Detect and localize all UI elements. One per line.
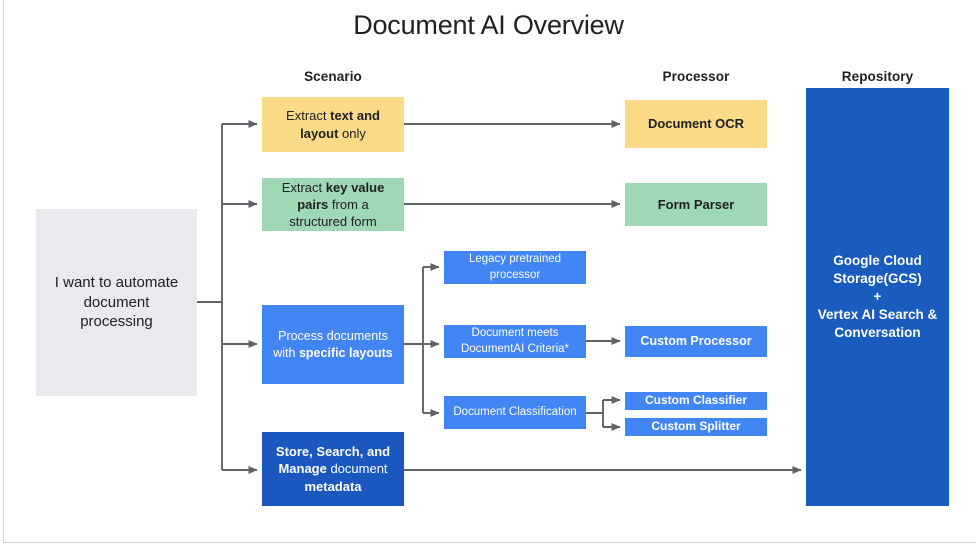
scenario-text-plain: Extract [286,108,331,124]
scenario-line-2: layout only [270,125,396,142]
middle-line-2: DocumentAI Criteria* [460,342,569,355]
scenario-line-1: Extract text and [270,107,396,124]
input-line-2: document [83,293,150,311]
processor-label: Document OCR [647,116,745,132]
input-line-3: processing [80,313,153,331]
middle-box-document-meets-criteria: Document meets DocumentAI Criteria* [444,325,586,358]
repository-line-2: Storage(GCS) [833,271,922,287]
scenario-text-bold: key value [325,179,385,195]
repository-line-3: + [873,289,882,305]
scenario-text-bold: text and [330,108,380,124]
scenario-line-1: Store, Search, and [275,444,391,460]
processor-box-custom-splitter: Custom Splitter [625,418,767,436]
middle-line-1: Legacy pretrained [468,253,562,266]
column-header-scenario: Scenario [304,69,362,84]
middle-box-document-classification: Document Classification [444,396,586,429]
scenario-line-2: pairs from a [270,196,396,213]
scenario-text-plain: document [326,461,388,477]
page-title: Document AI Overview [353,10,624,40]
processor-label: Custom Classifier [644,393,748,408]
scenario-text-plain: Extract [281,179,326,195]
scenario-box-extract-text-layout: Extract text and layout only [262,97,404,152]
input-line-1: I want to automate [54,273,179,291]
column-header-repository: Repository [841,69,914,84]
repository-line-1: Google Cloud [833,253,922,269]
processor-label: Custom Processor [640,334,752,349]
column-header-processor: Processor [662,69,730,84]
processor-label: Custom Splitter [651,419,741,434]
scenario-box-extract-key-value-pairs: Extract key value pairs from a structure… [262,178,404,231]
processor-label: Form Parser [657,196,735,212]
scenario-line-1: Process documents [278,329,388,343]
processor-box-form-parser: Form Parser [625,183,767,226]
middle-line-1: Document Classification [453,405,577,418]
scenario-text-plain: only [338,125,366,141]
scenario-text-bold: pairs [297,196,329,212]
scenario-text-bold: layout [300,125,339,141]
scenario-line-2: Manage document [270,460,396,477]
middle-line-2: processor [489,268,541,281]
processor-box-document-ocr: Document OCR [625,100,767,148]
scenario-line-3: metadata [304,478,362,494]
scenario-line-1: Extract key value [270,179,396,196]
scenario-text-bold: Manage [278,461,327,477]
scenario-line-3: structured form [289,214,377,230]
repository-line-4: Vertex AI Search & [817,306,938,322]
middle-box-legacy-pretrained-processor: Legacy pretrained processor [444,251,586,284]
scenario-text-plain: from a [328,196,369,212]
repository-line-5: Conversation [834,324,921,340]
input-box: I want to automate document processing [36,209,197,396]
scenario-text-bold: specific layouts [298,345,393,360]
middle-line-1: Document meets [471,327,559,340]
scenario-box-process-specific-layouts: Process documents with specific layouts [262,305,404,384]
scenario-box-store-search-manage: Store, Search, and Manage document metad… [262,432,404,506]
scenario-line-2: with specific layouts [270,345,396,362]
repository-box: Google Cloud Storage(GCS) + Vertex AI Se… [806,88,949,506]
processor-box-custom-classifier: Custom Classifier [625,392,767,410]
scenario-text-plain: with [273,345,299,360]
processor-box-custom-processor: Custom Processor [625,326,767,357]
